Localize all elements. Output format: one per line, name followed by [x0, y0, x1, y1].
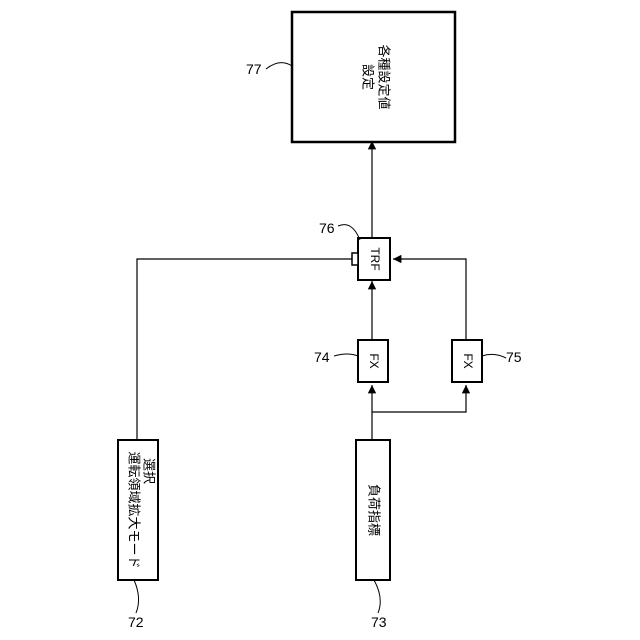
fx2-block: FX 75 [452, 340, 522, 382]
settings-block: 各種設定値 設定 77 [246, 12, 455, 142]
trf-leader-line [338, 225, 360, 240]
connections [137, 141, 466, 440]
mode-select-label-line2: 選択 [141, 458, 156, 484]
mode-select-leader-line [134, 580, 139, 613]
arrow-fx2-to-trf [393, 259, 466, 340]
mode-select-block: 運転領域拡大モード 選択 72 [118, 440, 158, 630]
load-index-leader-line [374, 580, 380, 613]
load-index-ref-number: 73 [371, 614, 387, 630]
fx1-ref-number: 74 [314, 349, 330, 365]
settings-label-line1: 各種設定値 [376, 44, 392, 109]
load-index-label: 負荷指標 [366, 484, 381, 536]
trf-switch-terminal [352, 253, 358, 265]
arrow-to-fx2 [372, 385, 466, 412]
fx1-leader-line [334, 354, 358, 356]
mode-select-ref-number: 72 [128, 614, 144, 630]
load-index-block: 負荷指標 73 [356, 440, 390, 630]
settings-ref-number: 77 [246, 61, 262, 77]
fx1-block: FX 74 [314, 340, 388, 382]
trf-label: TRF [368, 247, 382, 270]
fx2-ref-number: 75 [506, 349, 522, 365]
fx1-label: FX [367, 353, 381, 368]
settings-leader-line [266, 63, 292, 69]
fx2-label: FX [461, 353, 475, 368]
settings-label-line2: 設定 [360, 64, 376, 90]
trf-block: TRF 76 [319, 220, 390, 280]
trf-ref-number: 76 [319, 220, 335, 236]
fx2-leader-line [482, 354, 506, 358]
mode-select-label-line1: 運転領域拡大モード [126, 451, 142, 568]
